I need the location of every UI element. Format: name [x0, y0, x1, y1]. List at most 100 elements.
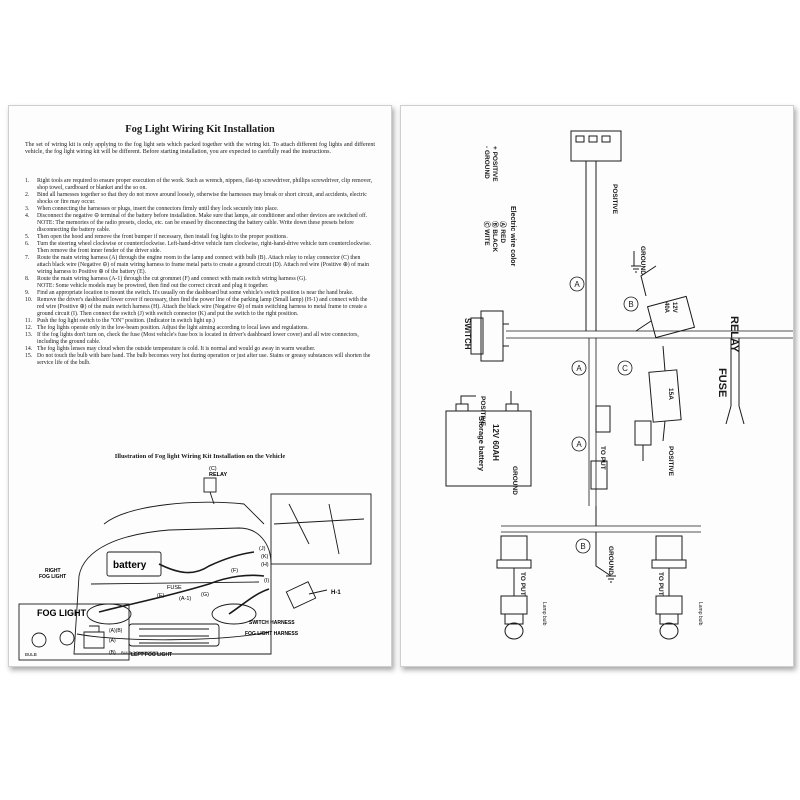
i-label: (I) [264, 578, 269, 584]
step-text: Right tools are required to ensure prope… [37, 178, 373, 191]
wire-tag-a-3: A [576, 440, 582, 449]
car-illustration: (C) RELAY battery FUSE (E) (A-1) (G) (F)… [18, 466, 372, 661]
instruction-step: 12. The fog lights operate only in the lo… [25, 325, 375, 332]
positive-top-label: POSITIVE [611, 184, 618, 215]
g-label: (G) [201, 592, 209, 598]
to-put-right-label: TO PUT [657, 572, 664, 596]
step-number: 10. [25, 297, 33, 303]
b-connector-ref: (B) [109, 650, 116, 656]
lamp-bulb-left-label: Lamp bulb [541, 602, 547, 626]
positive-right-label: POSITIVE [667, 446, 674, 477]
bulb-label: BULB [25, 652, 37, 657]
k-label: (K) [261, 554, 269, 560]
step-text: NOTE: Some vehicle models may be prowire… [37, 283, 269, 289]
step-text: Do not touch the bulb with bare hand. Th… [37, 353, 371, 366]
instruction-step: NOTE: The memories of the radio presets,… [25, 220, 375, 234]
wiring-diagram: A B A C A B + POSITIVE - GROUND Electric… [445, 130, 793, 640]
to-put-left-label: TO PUT [519, 572, 526, 596]
step-number: 5. [25, 234, 30, 240]
step-number: 15. [25, 353, 33, 359]
instruction-step: 7. Route the main wiring harness (A) thro… [25, 255, 375, 276]
battery-rating: 12V 60AH [491, 424, 500, 461]
ground-top-label: GROUND [639, 246, 646, 275]
ground-bottom-label: GROUND [607, 546, 614, 575]
step-text: Find an appropriate location to mount th… [37, 290, 354, 296]
instruction-step: 5. Then open the hood and remove the fron… [25, 234, 375, 241]
fuse-diagram-label: FUSE [716, 368, 728, 397]
a1-label: (A-1) [179, 596, 191, 602]
step-number: 4. [25, 213, 30, 219]
step-text: Then open the hood and remove the front … [37, 234, 288, 240]
step-text: Bind all harnesses together so that they… [37, 192, 367, 205]
to-put-mid-label: TO PUT [599, 446, 606, 470]
step-text: Push the fog light switch to the "ON" po… [37, 318, 215, 324]
h-label: (H) [261, 562, 269, 568]
step-text: Turn the steering wheel clockwise or cou… [37, 241, 372, 254]
fog-light-box-title: FOG LIGHT [37, 608, 86, 618]
e-label: (E) [157, 593, 165, 599]
legend-ground: - GROUND [483, 146, 490, 179]
step-number: 7. [25, 255, 30, 261]
step-text: Remove the driver's dashboard lower cove… [37, 297, 368, 317]
intro-paragraph: The set of wiring kit is only applying t… [25, 142, 375, 156]
step-text: Disconnect the negative ⊖ terminal of th… [37, 213, 368, 219]
battery-ground-label: GROUND [511, 466, 518, 495]
step-number: 9. [25, 290, 30, 296]
instruction-step: 14. The fog lights lenses may cloud when … [25, 346, 375, 353]
relay-rating-amps: 40A [663, 302, 669, 314]
fog-harness-label: FOG LIGHT HARNESS [245, 631, 299, 637]
right-fog-label-line1: RIGHT [45, 568, 61, 574]
step-number: 11. [25, 318, 33, 324]
relay-diagram-label: RELAY [728, 316, 740, 353]
wire-tag-c-1: C [622, 364, 628, 373]
step-text: Route the main wiring harness (A) throug… [37, 255, 369, 275]
step-text: The fog lights operate only in the low-b… [37, 325, 309, 331]
wire-tag-a-2: A [576, 364, 582, 373]
legend-positive: + POSITIVE [491, 146, 498, 182]
wire-color-white: Ⓒ WITE [483, 221, 492, 246]
lamp-bulb-right-label: Lamp bulb [697, 602, 703, 626]
step-number: 14. [25, 346, 33, 352]
instruction-step: 6.Turn the steering wheel clockwise or c… [25, 241, 375, 255]
step-text: The fog lights lenses may cloud when the… [37, 346, 316, 352]
wire-color-red: Ⓐ RED [499, 221, 508, 243]
relay-label: RELAY [209, 472, 227, 478]
instruction-step: 8.Route the main wiring harness (A-1) th… [25, 276, 375, 283]
step-text: NOTE: The memories of the radio presets,… [37, 220, 354, 233]
step-number: 3. [25, 206, 30, 212]
instruction-steps: 1. Right tools are required to ensure pro… [25, 178, 375, 367]
h1-label: H-1 [331, 590, 341, 596]
illustration-title: Illustration of Fog light Wiring Kit Ins… [114, 453, 286, 460]
switch-diagram-label: SWITCH [463, 318, 472, 350]
instruction-step: NOTE: Some vehicle models may be prowire… [25, 283, 375, 290]
step-number: 2. [25, 192, 30, 198]
wiring-diagram-page: A B A C A B + POSITIVE - GROUND Electric… [400, 105, 794, 667]
battery-positive-label: POSITIVE [479, 396, 486, 427]
left-fog-label: LEFT FOG LIGHT [131, 652, 172, 658]
step-text: When connecting the harnesses or plugs, … [37, 206, 279, 212]
wire-tag-b-1: B [628, 300, 633, 309]
battery-label-text: Storage battery [477, 416, 486, 472]
step-number: 8. [25, 276, 30, 282]
step-number: 1. [25, 178, 30, 184]
j-label: (J) [259, 546, 266, 552]
instruction-step: 1. Right tools are required to ensure pro… [25, 178, 375, 192]
fuse-rating: 15A [667, 388, 674, 400]
instruction-step: 9. Find an appropriate location to mount … [25, 290, 375, 297]
relay-ref-label: (C) [209, 466, 217, 472]
instruction-step: 2. Bind all harnesses together so that th… [25, 192, 375, 206]
instruction-step: 3. When connecting the harnesses or plugs… [25, 206, 375, 213]
a-label: (A) [109, 638, 116, 644]
fuse-label: FUSE [167, 585, 182, 591]
ab-label: (A)(B) [109, 628, 123, 634]
wire-tag-b-2: B [580, 542, 585, 551]
instruction-step: 10. Remove the driver's dashboard lower c… [25, 297, 375, 318]
relay-rating-voltage: 12V [671, 302, 677, 313]
step-number: 12. [25, 325, 33, 331]
wire-tag-a-1: A [574, 280, 580, 289]
bulb-connector-label: BULB CONNECTOR [121, 650, 158, 655]
instruction-page: Fog Light Wiring Kit Installation The se… [8, 105, 392, 667]
f-label: (F) [231, 568, 238, 574]
instruction-step: 4. Disconnect the negative ⊖ terminal of … [25, 213, 375, 220]
instruction-step: 15. Do not touch the bulb with bare hand.… [25, 353, 375, 367]
